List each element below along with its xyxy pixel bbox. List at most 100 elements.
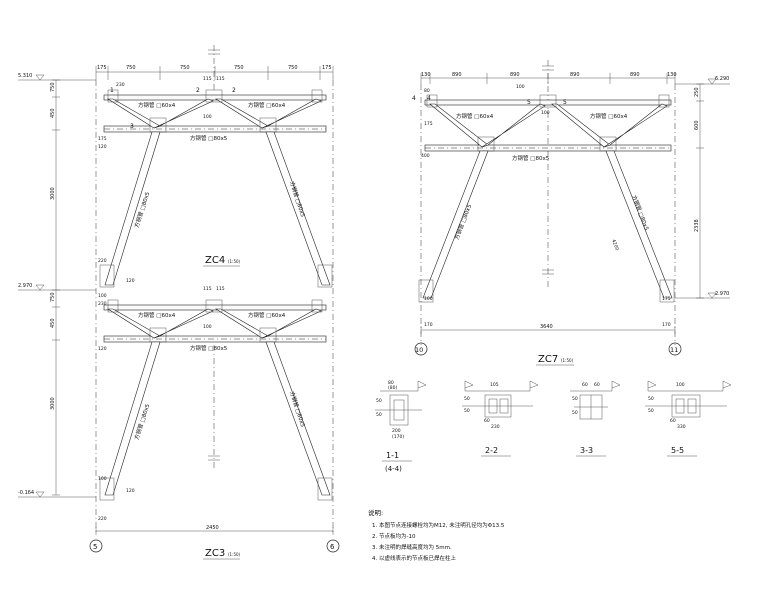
svg-text:50: 50 [648, 408, 654, 414]
svg-text:60: 60 [594, 382, 600, 388]
zc7-small-4: 400 [421, 153, 430, 159]
zc4-small-4: 100 [203, 114, 212, 120]
zc7-small-6: 4200 [610, 239, 620, 252]
zc7-node-4a: 4 [412, 95, 416, 102]
zc7-small-3: 175 [424, 121, 433, 127]
zc3-ldim-3: 3000 [50, 397, 56, 410]
zc7-elevation: 130 890 890 890 890 130 6.290 250 600 23… [412, 60, 730, 366]
zc3-elev-bottom: -0.164 [18, 490, 34, 496]
zc7-dim-2: 890 [452, 72, 462, 78]
zc4-elev-top: 5.310 [18, 73, 32, 79]
detail-1-1-sub: (4-4) [385, 465, 402, 473]
zc4-dim-5: 750 [288, 65, 298, 71]
svg-text:50: 50 [572, 396, 578, 402]
svg-text:(80): (80) [388, 385, 397, 391]
note-2: 2. 节点板均为-10 [372, 532, 416, 540]
zc3-small-6: 120 [126, 488, 135, 494]
zc7-axis-left: 10 [415, 346, 423, 354]
zc3-span: 2450 [206, 525, 219, 531]
svg-text:330: 330 [677, 424, 686, 430]
svg-text:60: 60 [484, 418, 490, 424]
zc3-pipe-upper-2: 方钢管 □60x4 [248, 311, 286, 319]
notes-heading: 说明: [368, 508, 383, 517]
zc4-small-6: 120 [98, 144, 107, 150]
zc3-small-2: 115 [216, 286, 225, 292]
zc4-dim-1: 175 [97, 65, 107, 71]
svg-text:230: 230 [491, 424, 500, 430]
zc4-elev-mid: 2.970 [18, 283, 32, 289]
zc3-small-1: 115 [203, 286, 212, 292]
zc7-dim-1: 130 [421, 72, 431, 78]
zc7-pipe-lower: 方钢管 □80x5 [512, 154, 550, 162]
zc4-dim-6: 175 [322, 65, 332, 71]
zc7-pipe-upper-2: 方钢管 □60x4 [590, 112, 628, 120]
zc4-small-7: 220 [98, 258, 107, 264]
zc4-node-2b: 2 [232, 87, 236, 94]
zc4-ldim-1: 750 [50, 82, 56, 92]
zc4-title: ZC4 [205, 255, 225, 266]
zc7-dim-4: 890 [570, 72, 580, 78]
zc3-title: ZC3 [205, 548, 225, 559]
svg-text:(170): (170) [392, 434, 404, 440]
zc7-small-8: 100 [424, 296, 433, 302]
zc4-small-9: 100 [98, 293, 107, 299]
zc7-axis-right: 11 [670, 346, 678, 354]
zc4-elevation: 175 750 750 750 750 175 5.310 750 450 30… [18, 45, 334, 535]
zc3-small-4: 120 [98, 346, 107, 352]
section-details: 80 (80) 200 (170) 50 50 1-1 (4-4) 105 23… [375, 380, 732, 473]
zc3-small-3: 100 [203, 324, 212, 330]
detail-1-1-label: 1-1 [386, 451, 399, 460]
note-3: 3. 未注明的焊缝高度均为 5mm. [372, 543, 452, 551]
zc3-axis-right: 6 [330, 543, 335, 551]
zc4-pipe-upper: 方钢管 □60x4 [138, 101, 176, 109]
zc7-dim-6: 130 [667, 72, 677, 78]
zc7-small-9: 175 [662, 296, 671, 302]
zc4-scale: (1:50) [228, 259, 241, 264]
zc7-small-10: 170 [662, 322, 671, 328]
zc7-small-7: 170 [424, 322, 433, 328]
detail-5-5: 100 330 50 50 60 5-5 [645, 380, 732, 457]
svg-text:50: 50 [572, 410, 578, 416]
note-4: 4. 以虚线表示的节点板已焊在柱上 [372, 554, 456, 562]
general-notes: 说明: 1. 本图节点连接螺栓均为M12, 未注明孔径均为Φ13.5 2. 节点… [368, 508, 505, 562]
svg-text:50: 50 [376, 412, 382, 418]
zc7-scale: (1:50) [561, 358, 574, 363]
svg-text:200: 200 [392, 428, 401, 434]
svg-text:80: 80 [388, 380, 394, 386]
zc3-scale: (1:50) [228, 552, 241, 557]
zc4-small-3: 115 [216, 76, 225, 82]
svg-text:105: 105 [490, 382, 499, 388]
zc4-dim-4: 750 [234, 65, 244, 71]
zc4-dim-3: 750 [180, 65, 190, 71]
zc4-mid-elevation: 2.970 [18, 283, 96, 291]
zc7-elev-top: 6.290 [715, 76, 729, 82]
svg-text:60: 60 [582, 382, 588, 388]
detail-2-2-label: 2-2 [485, 446, 498, 455]
zc7-dim-3: 890 [510, 72, 520, 78]
zc4-small-2: 115 [203, 76, 212, 82]
zc4-ldim-2: 450 [50, 108, 56, 118]
zc3-small-7: 220 [98, 516, 107, 522]
zc4-small-8: 120 [126, 278, 135, 284]
zc7-dim-5: 890 [630, 72, 640, 78]
zc7-rdim-1: 250 [694, 87, 700, 97]
zc4-small-5: 175 [98, 136, 107, 142]
zc7-pipe-upper: 方钢管 □60x4 [456, 112, 494, 120]
detail-5-5-label: 5-5 [671, 446, 684, 455]
zc4-pipe-lower: 方钢管 □80x5 [190, 134, 228, 142]
svg-text:50: 50 [648, 396, 654, 402]
zc7-elev-bottom: 2.970 [715, 291, 729, 297]
zc4-small-10: 230 [98, 301, 107, 307]
zc7-node-4b: 4 [427, 95, 431, 102]
zc7-rdim-3: 2338 [694, 219, 700, 232]
zc4-pipe-upper-2: 方钢管 □60x4 [248, 101, 286, 109]
zc7-node-5b: 5 [563, 99, 567, 106]
zc3-pipe-lower: 方钢管 □80x5 [190, 344, 228, 352]
detail-3-3-label: 3-3 [580, 446, 593, 455]
svg-text:50: 50 [464, 408, 470, 414]
zc3-small-5: 100 [98, 476, 107, 482]
svg-text:60: 60 [670, 418, 676, 424]
detail-1-1: 80 (80) 200 (170) 50 50 1-1 (4-4) [375, 380, 427, 473]
zc3-elevation: 750 450 3000 方钢管 □60x4 方钢管 □60x4 方钢管 □80… [18, 286, 340, 560]
